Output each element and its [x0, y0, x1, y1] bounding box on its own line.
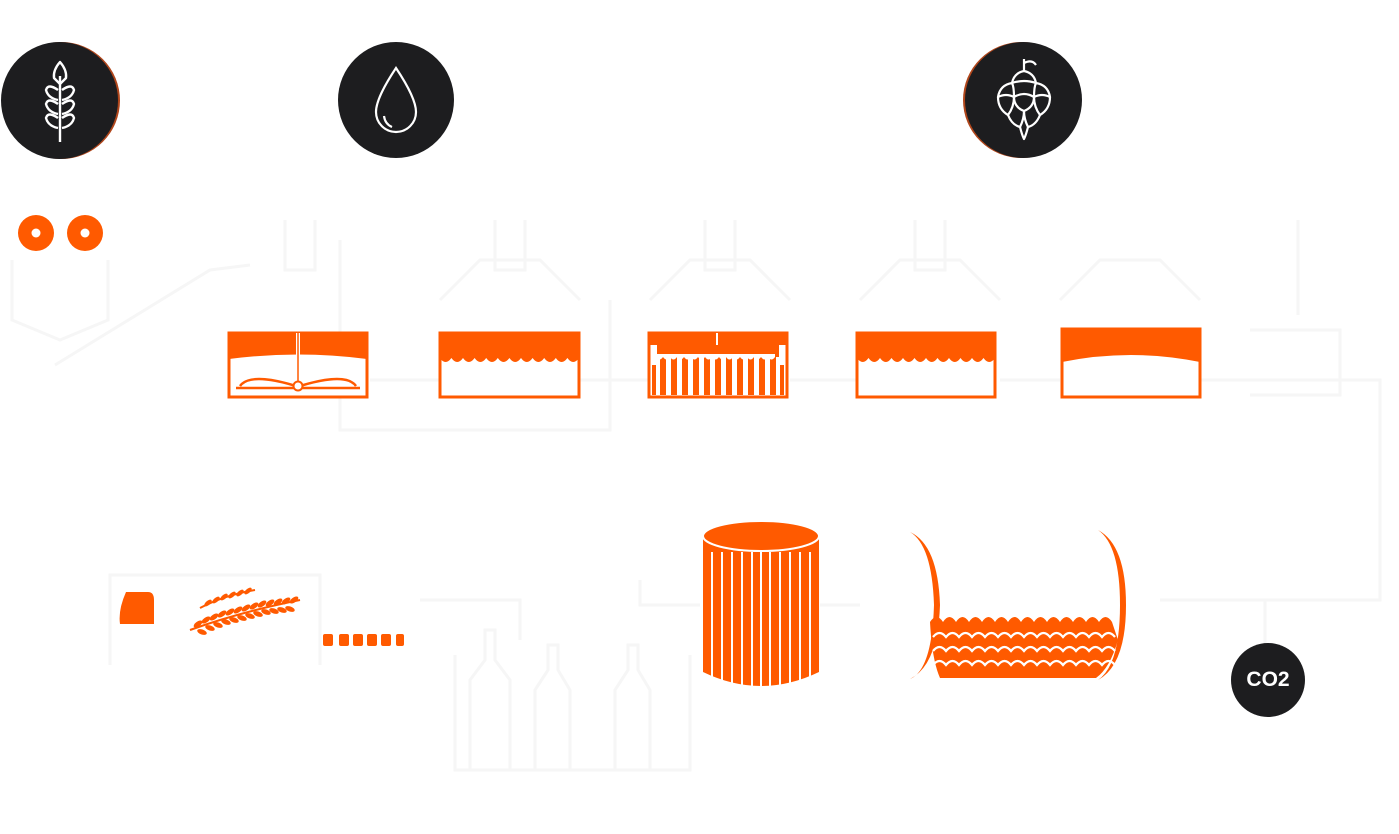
- mixer-tank-icon: [227, 331, 369, 399]
- curved-fill-tank-icon: [1060, 327, 1202, 399]
- pipework-lines: [10, 220, 1382, 772]
- co2-label: CO2: [1246, 668, 1290, 691]
- grain-ingredient: [1, 42, 118, 159]
- wheat-icon: [44, 60, 75, 142]
- horizontal-fermenter-icon: [910, 530, 1126, 680]
- filter-tank-icon: [647, 331, 789, 399]
- wave-tank-icon: [438, 331, 581, 399]
- bottles-icon: [468, 628, 652, 772]
- water-drop-icon: [374, 66, 418, 134]
- dashed-conveyor-icon: [323, 634, 404, 646]
- hops-ingredient: [965, 42, 1082, 158]
- co2-badge: CO2: [1231, 643, 1305, 717]
- hop-cone-icon: [996, 59, 1051, 141]
- water-ingredient: [338, 42, 454, 158]
- wave-tank-icon: [855, 331, 997, 399]
- truck-with-wheat-icon: [119, 587, 301, 635]
- cylinder-tank-icon: [702, 520, 820, 687]
- indicator-dots-icon: [18, 215, 103, 251]
